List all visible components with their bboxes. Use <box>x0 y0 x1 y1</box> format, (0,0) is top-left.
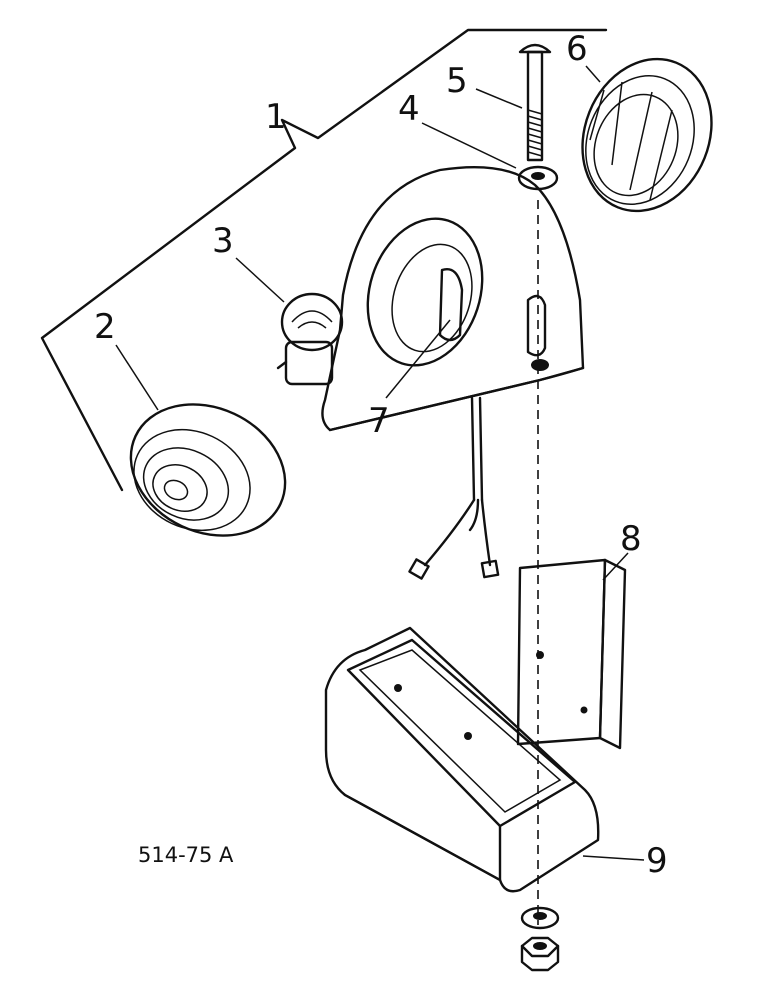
callout-5: 5 <box>446 61 468 101</box>
callout-leaders <box>115 65 645 861</box>
bulb-part <box>276 292 344 386</box>
reflector-part <box>516 558 627 750</box>
lens-ring-part <box>581 57 713 213</box>
callout-6: 6 <box>566 29 588 69</box>
lamp-housing-part <box>321 165 585 432</box>
lens-cap-part <box>129 403 287 537</box>
base-part <box>324 626 600 893</box>
callout-9: 9 <box>646 841 668 881</box>
figure-number: 514-75 A <box>138 843 234 867</box>
callout-7: 7 <box>368 401 390 441</box>
callout-3: 3 <box>212 221 234 261</box>
callout-1: 1 <box>265 97 287 137</box>
bottom-washer-part <box>520 906 560 930</box>
wiring-lead <box>408 396 500 580</box>
assembly-bracket <box>40 28 608 492</box>
bolt-part <box>518 43 552 162</box>
callout-2: 2 <box>94 307 116 347</box>
callout-8: 8 <box>620 519 642 559</box>
nut-part <box>520 936 560 972</box>
callout-4: 4 <box>398 89 420 129</box>
